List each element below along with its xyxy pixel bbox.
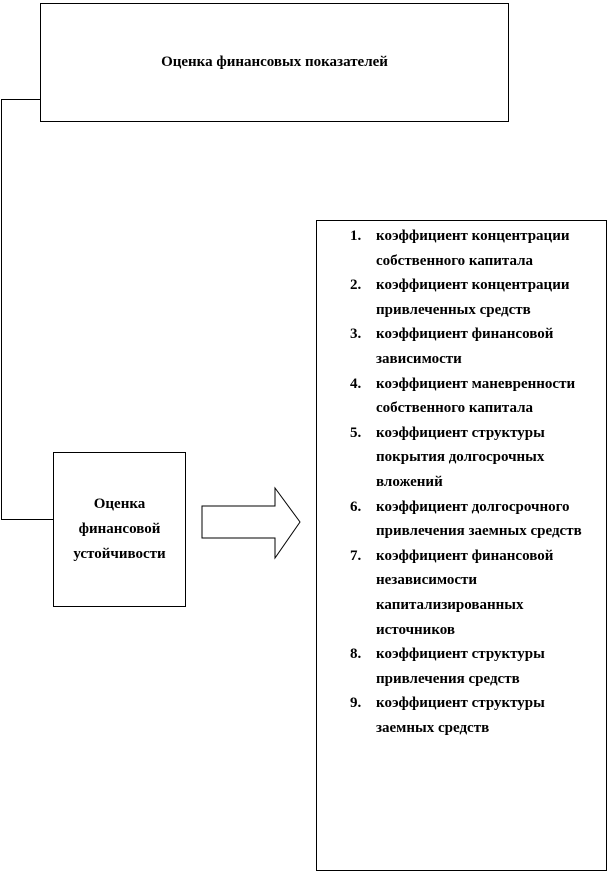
list-item-text: коэффициент структуры заемных средств — [376, 695, 545, 736]
financial-indicators-box: Оценка финансовых показателей — [40, 3, 509, 122]
financial-stability-box: Оценка финансовой устойчивости — [53, 452, 186, 607]
financial-indicators-title: Оценка финансовых показателей — [161, 54, 388, 70]
list-item-text: коэффициент финансовой независимости кап… — [376, 547, 554, 638]
list-item-text: коэффициент маневренности собственного к… — [376, 375, 576, 417]
list-item-number: 5. — [350, 424, 362, 441]
list-item-number: 1. — [350, 228, 362, 244]
list-item-text: коэффициент финансовой зависимости — [376, 326, 554, 367]
list-item-number: 4. — [350, 375, 362, 392]
financial-stability-title: Оценка финансовой устойчивости — [73, 496, 166, 562]
list-item: 7. коэффициент финансовой независимости к… — [317, 544, 606, 642]
list-item: 6. коэффициент долгосрочного привлечения … — [317, 495, 606, 544]
list-item-number: 6. — [350, 498, 362, 515]
connector-line — [1, 99, 53, 520]
list-item-number: 8. — [350, 646, 362, 663]
list-item: 2. коэффициент концентрации привлеченных … — [317, 273, 606, 322]
list-item-text: коэффициент концентрации собственного ка… — [376, 228, 570, 269]
list-item: 3. коэффициент финансовой зависимости — [317, 322, 606, 371]
list-item-text: коэффициент структуры покрытия долгосроч… — [376, 424, 545, 490]
list-item-text: коэффициент концентрации привлеченных ср… — [376, 277, 570, 318]
ratios-list-box: 1. коэффициент концентрации собственного … — [316, 220, 607, 871]
right-arrow-icon — [201, 486, 301, 560]
list-item-number: 7. — [350, 547, 362, 564]
list-item-text: коэффициент долгосрочного привлечения за… — [376, 498, 582, 540]
list-item-text: коэффициент структуры привлечения средст… — [376, 646, 545, 687]
list-item-number: 3. — [350, 326, 362, 343]
list-item: 9. коэффициент структуры заемных средств — [317, 691, 606, 740]
list-item: 5. коэффициент структуры покрытия долгоср… — [317, 421, 606, 495]
list-item: 8. коэффициент структуры привлечения сред… — [317, 642, 606, 691]
list-item: 1. коэффициент концентрации собственного … — [317, 224, 606, 273]
list-item-number: 2. — [350, 277, 362, 294]
list-item-number: 9. — [350, 695, 362, 712]
list-item: 4. коэффициент маневренности собственного… — [317, 372, 606, 421]
ratios-list: 1. коэффициент концентрации собственного … — [317, 224, 606, 740]
